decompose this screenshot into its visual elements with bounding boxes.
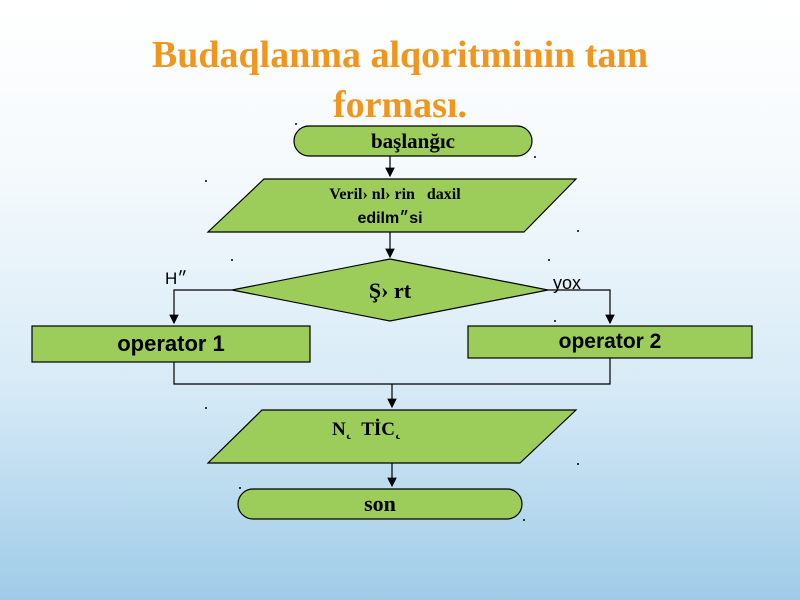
result-label: N˛ TİC˛ bbox=[332, 419, 402, 440]
condition-diamond bbox=[231, 258, 549, 322]
end-terminator bbox=[237, 488, 523, 520]
title-line-1: Budaqlanma alqoritminin tam bbox=[151, 34, 649, 76]
start-terminator bbox=[293, 125, 533, 157]
connector-op1-merge bbox=[173, 362, 392, 385]
end-label: son bbox=[364, 491, 396, 516]
input-label-line-1: Veril› nl› rin daxil bbox=[329, 186, 461, 203]
no-branch-label: yox bbox=[553, 273, 582, 293]
condition-label: Ş› rt bbox=[368, 278, 412, 303]
start-label: başlanğıc bbox=[370, 129, 456, 153]
connector-op2-merge bbox=[392, 358, 611, 385]
title-line-2: forması. bbox=[332, 84, 468, 126]
operator-1-box bbox=[31, 325, 311, 363]
connector-condition-op2 bbox=[548, 289, 615, 325]
input-parallelogram bbox=[206, 178, 578, 233]
input-label: Veril› nl› rin daxil edilm״si bbox=[250, 183, 540, 231]
connector-condition-op1 bbox=[169, 289, 232, 325]
input-label-line-2: edilm״si bbox=[357, 210, 423, 227]
operator-2-label: operator 2 bbox=[558, 330, 662, 353]
result-parallelogram bbox=[206, 409, 578, 464]
decorative-dots bbox=[205, 123, 579, 521]
yes-branch-label: H״ bbox=[165, 269, 188, 288]
page-title: Budaqlanma alqoritminin tam forması. bbox=[40, 30, 760, 130]
operator-1-label: operator 1 bbox=[117, 331, 225, 356]
operator-2-box bbox=[467, 325, 753, 359]
